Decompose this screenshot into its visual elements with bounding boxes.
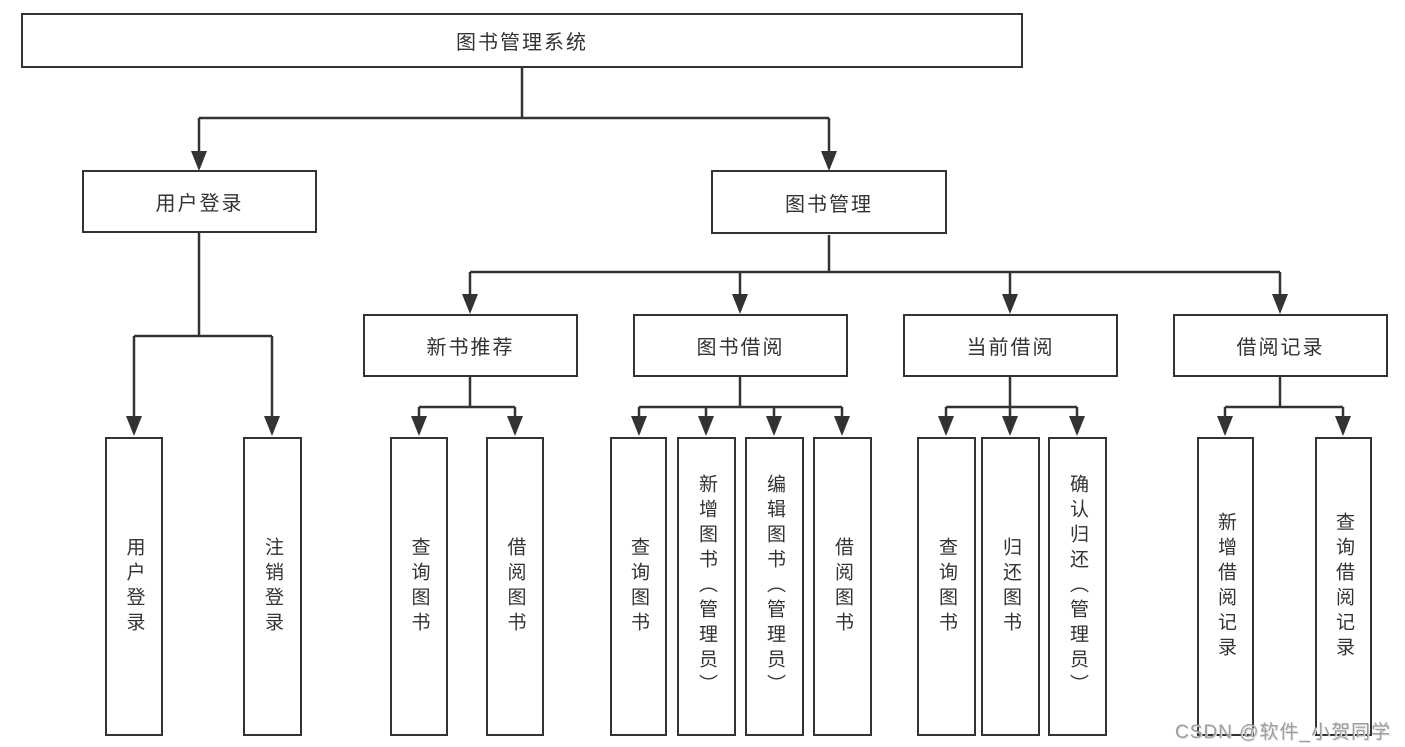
node-book-management-label: 图书管理 [785, 193, 873, 216]
node-current-borrow: 当前借阅 [903, 314, 1118, 377]
leaf-borrow-book-recommend-label: 借阅图书 [504, 536, 526, 637]
leaf-borrow-book: 借阅图书 [813, 437, 872, 736]
leaf-return-book: 归还图书 [981, 437, 1040, 736]
node-borrow-record-label: 借阅记录 [1236, 337, 1325, 359]
leaf-add-book-admin-label: 新增图书（管理员） [696, 474, 717, 699]
leaf-add-book-admin: 新增图书（管理员） [677, 437, 736, 736]
node-borrow-record: 借阅记录 [1173, 314, 1388, 377]
connector-current-borrow-trunk [946, 377, 1077, 409]
connector-book-borrow-trunk [639, 377, 842, 409]
leaf-query-borrow-record: 查询借阅记录 [1315, 437, 1372, 736]
node-root: 图书管理系统 [21, 13, 1023, 68]
watermark-text: CSDN @软件_小贺同学 [1175, 722, 1391, 743]
leaf-edit-book-admin: 编辑图书（管理员） [745, 437, 804, 736]
node-root-label: 图书管理系统 [456, 32, 588, 54]
leaf-borrow-book-label: 借阅图书 [832, 536, 853, 637]
leaf-query-book-borrow-label: 查询图书 [628, 536, 649, 637]
leaf-borrow-book-recommend: 借阅图书 [486, 437, 544, 736]
leaf-logout: 注销登录 [243, 437, 302, 736]
node-book-borrow: 图书借阅 [633, 314, 848, 377]
connector-root-trunk [199, 68, 829, 120]
leaf-add-borrow-record-label: 新增借阅记录 [1215, 511, 1236, 662]
node-book-borrow-label: 图书借阅 [696, 337, 785, 359]
node-user-login-label: 用户登录 [155, 193, 244, 215]
leaf-user-login: 用户登录 [105, 437, 163, 736]
node-book-management: 图书管理 [711, 170, 947, 234]
node-new-book-recommend: 新书推荐 [363, 314, 578, 377]
leaf-query-book-recommend-label: 查询图书 [408, 536, 430, 637]
node-new-book-recommend-label: 新书推荐 [426, 337, 515, 359]
leaf-confirm-return-admin: 确认归还（管理员） [1048, 437, 1107, 736]
connector-borrow-record-trunk [1225, 377, 1343, 409]
leaf-query-book-current-label: 查询图书 [936, 536, 957, 637]
leaf-confirm-return-admin-label: 确认归还（管理员） [1067, 474, 1088, 699]
leaf-user-login-label: 用户登录 [123, 536, 145, 637]
leaf-add-borrow-record: 新增借阅记录 [1197, 437, 1254, 736]
leaf-query-book-borrow: 查询图书 [610, 437, 667, 736]
node-current-borrow-label: 当前借阅 [966, 337, 1055, 359]
leaf-edit-book-admin-label: 编辑图书（管理员） [764, 474, 785, 699]
connector-book-management-trunk [470, 235, 1280, 274]
node-user-login: 用户登录 [82, 170, 317, 233]
leaf-query-book-current: 查询图书 [917, 437, 976, 736]
connector-new-book-trunk [419, 377, 515, 409]
leaf-query-book-recommend: 查询图书 [390, 437, 448, 736]
leaf-query-borrow-record-label: 查询借阅记录 [1333, 511, 1354, 662]
leaf-logout-label: 注销登录 [262, 536, 283, 637]
connector-user-login-trunk [134, 233, 272, 338]
leaf-return-book-label: 归还图书 [1000, 536, 1021, 637]
